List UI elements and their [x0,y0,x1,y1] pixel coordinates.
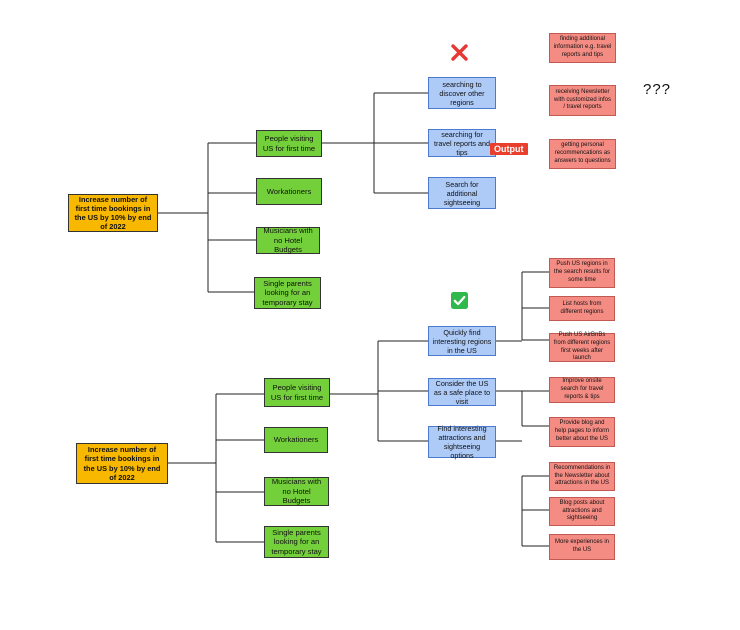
goal-node: Increase number of first time bookings i… [68,194,158,232]
idea-node: Recommendations in the Newsletter about … [549,462,615,491]
idea-node: List hosts from different regions [549,296,615,321]
need-node: Consider the US as a safe place to visit [428,378,496,406]
question-marks-text: ??? [643,81,672,98]
segment-node: Single parents looking for an temporary … [254,277,321,309]
goal-node: Increase number of first time bookings i… [76,443,168,484]
check-mark-icon [451,292,468,309]
segment-node: People visiting US for first time [256,130,322,157]
segment-node: Workationers [264,427,328,453]
need-node: Quickly find interesting regions in the … [428,326,496,356]
cross-mark-icon [451,44,468,61]
idea-node: receiving Newsletter with customized inf… [549,85,616,116]
segment-node: Musicians with no Hotel Budgets [264,477,329,506]
need-node: searching for travel reports and tips [428,129,496,157]
segment-node: People visiting US for first time [264,378,330,407]
idea-node: getting personal recommencations as answ… [549,139,616,169]
idea-node: Push US regions in the search results fo… [549,258,615,288]
segment-node: Single parents looking for an temporary … [264,526,329,558]
output-badge: Output [490,143,528,155]
need-node: Search for additional sightseeing [428,177,496,209]
idea-node: Provide blog and help pages to inform be… [549,417,615,447]
segment-node: Workationers [256,178,322,205]
need-node: searching to discover other regions [428,77,496,109]
idea-node: Improve onsite search for travel reports… [549,377,615,403]
idea-node: Push US AirBnBs from different regions f… [549,332,615,362]
idea-node: finding additional information e.g. trav… [549,33,616,63]
idea-node: Blog posts about attractions and sightse… [549,497,615,526]
segment-node: Musicians with no Hotel Budgets [256,226,320,254]
idea-node: More experiences in the US [549,534,615,560]
need-node: Find interesting attractions and sightse… [428,424,496,460]
